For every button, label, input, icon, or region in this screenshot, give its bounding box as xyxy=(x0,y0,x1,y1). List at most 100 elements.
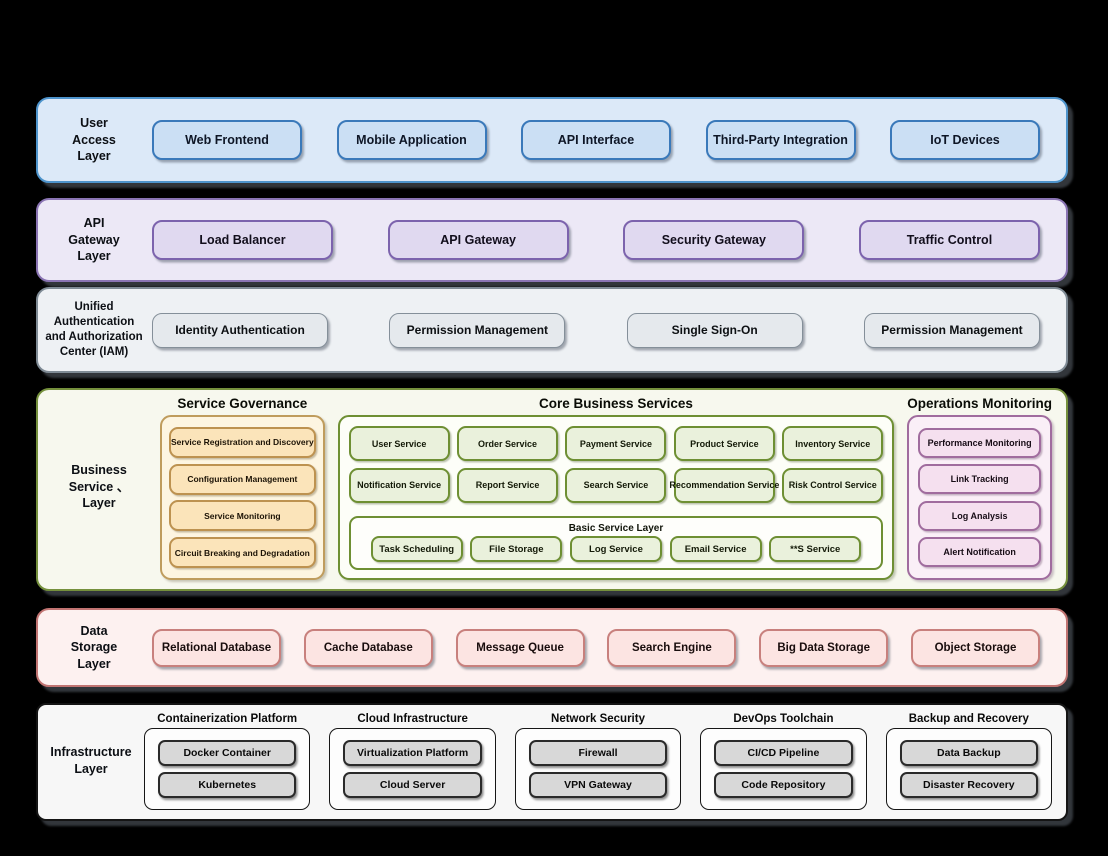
group-cloud-infrastructure: Cloud Infrastructure Virtualization Plat… xyxy=(329,711,496,810)
group-network-security: Network Security Firewall VPN Gateway xyxy=(514,711,682,810)
operations-monitoring-section: Operations Monitoring Performance Monito… xyxy=(907,394,1052,580)
node-inventory-service: Inventory Service xyxy=(782,426,884,461)
group-devops-toolchain: DevOps Toolchain CI/CD Pipeline Code Rep… xyxy=(700,711,867,810)
node-email-service: Email Service xyxy=(669,536,762,562)
operations-monitoring-title: Operations Monitoring xyxy=(907,396,1052,411)
label-line: Layer xyxy=(77,149,111,164)
operations-monitoring-box: Performance Monitoring Link Tracking Log… xyxy=(907,415,1052,580)
layer-user-access: User Access Layer Web Frontend Mobile Ap… xyxy=(36,97,1068,183)
node-relational-database: Relational Database xyxy=(152,628,281,667)
core-business-services-title: Core Business Services xyxy=(539,396,693,411)
node-virtualization-platform: Virtualization Platform xyxy=(343,739,482,766)
user-access-nodes: Web Frontend Mobile Application API Inte… xyxy=(150,99,1066,181)
node-performance-monitoring: Performance Monitoring xyxy=(918,427,1041,458)
node-circuit-breaking-degradation: Circuit Breaking and Degradation xyxy=(169,537,316,569)
data-storage-layer-label: Data Storage Layer xyxy=(38,610,150,685)
network-security-title: Network Security xyxy=(551,713,645,725)
core-business-services-section: Core Business Services User Service Orde… xyxy=(337,394,895,580)
label-line: API xyxy=(83,216,105,231)
node-load-balancer: Load Balancer xyxy=(152,220,333,260)
basic-service-layer-box: Basic Service Layer Task Scheduling File… xyxy=(348,516,884,570)
layer-api-gateway: API Gateway Layer Load Balancer API Gate… xyxy=(36,198,1068,282)
node-file-storage: File Storage xyxy=(470,536,563,562)
node-configuration-management: Configuration Management xyxy=(169,463,316,495)
label-line: Authentication xyxy=(53,315,135,328)
node-payment-service: Payment Service xyxy=(565,426,667,461)
basic-service-nodes: Task Scheduling File Storage Log Service… xyxy=(357,536,876,562)
node-product-service: Product Service xyxy=(673,426,775,461)
label-line: Business xyxy=(71,463,127,478)
basic-service-layer-title: Basic Service Layer xyxy=(568,523,664,534)
node-order-service: Order Service xyxy=(457,426,559,461)
label-line: Service 、 xyxy=(68,479,130,494)
node-third-party-integration: Third-Party Integration xyxy=(705,120,856,160)
backup-recovery-box: Data Backup Disaster Recovery xyxy=(885,728,1053,810)
node-permission-management-2: Permission Management xyxy=(863,312,1040,348)
node-single-sign-on: Single Sign-On xyxy=(626,312,803,348)
devops-toolchain-box: CI/CD Pipeline Code Repository xyxy=(700,728,867,810)
node-kubernetes: Kubernetes xyxy=(158,772,297,799)
service-governance-box: Service Registration and Discovery Confi… xyxy=(160,415,325,580)
containerization-platform-title: Containerization Platform xyxy=(157,713,298,725)
service-governance-section: Service Governance Service Registration … xyxy=(160,394,325,580)
node-log-service: Log Service xyxy=(569,536,662,562)
node-identity-authentication: Identity Authentication xyxy=(152,312,328,348)
devops-toolchain-title: DevOps Toolchain xyxy=(733,713,834,725)
iam-layer-label: Unified Authentication and Authorization… xyxy=(38,289,150,371)
group-backup-recovery: Backup and Recovery Data Backup Disaster… xyxy=(885,711,1053,810)
label-line: and Authorization xyxy=(45,331,143,343)
node-mobile-application: Mobile Application xyxy=(336,120,487,160)
core-services-row-2: Notification Service Report Service Sear… xyxy=(348,467,884,503)
node-search-service: Search Service xyxy=(565,467,667,503)
node-security-gateway: Security Gateway xyxy=(623,220,805,260)
label-line: Layer xyxy=(77,249,111,264)
label-line: Layer xyxy=(77,656,111,671)
node-cache-database: Cache Database xyxy=(303,628,433,667)
cloud-infrastructure-box: Virtualization Platform Cloud Server xyxy=(329,728,496,810)
node-user-service: User Service xyxy=(348,426,450,461)
node-service-registration-discovery: Service Registration and Discovery xyxy=(169,426,316,458)
layer-infrastructure: Infrastructure Layer Containerization Pl… xyxy=(36,703,1068,821)
label-line: Center (IAM) xyxy=(59,346,129,359)
node-search-engine: Search Engine xyxy=(607,628,737,667)
node-firewall: Firewall xyxy=(528,739,668,766)
node-cicd-pipeline: CI/CD Pipeline xyxy=(714,739,853,766)
node-api-interface: API Interface xyxy=(521,120,671,160)
label-line: Unified xyxy=(74,300,114,313)
node-docker-container: Docker Container xyxy=(158,739,297,766)
node-code-repository: Code Repository xyxy=(714,772,853,799)
infrastructure-groups: Containerization Platform Docker Contain… xyxy=(144,711,1053,810)
node-message-queue: Message Queue xyxy=(455,628,585,667)
node-iot-devices: IoT Devices xyxy=(890,120,1040,160)
label-line: Storage xyxy=(70,640,118,655)
label-line: Layer xyxy=(82,496,116,511)
infrastructure-layer-label: Infrastructure Layer xyxy=(38,711,144,810)
node-data-backup: Data Backup xyxy=(899,739,1039,766)
layer-iam: Unified Authentication and Authorization… xyxy=(36,287,1068,373)
api-gateway-nodes: Load Balancer API Gateway Security Gatew… xyxy=(150,200,1066,280)
node-object-storage: Object Storage xyxy=(910,628,1040,667)
layer-data-storage: Data Storage Layer Relational Database C… xyxy=(36,608,1068,687)
node-big-data-storage: Big Data Storage xyxy=(759,628,889,667)
core-business-services-box: User Service Order Service Payment Servi… xyxy=(337,415,895,580)
layer-business-service: Business Service 、 Layer Service Governa… xyxy=(36,388,1068,591)
label-line: User xyxy=(80,116,108,131)
core-services-row-1: User Service Order Service Payment Servi… xyxy=(348,426,884,461)
node-risk-control-service: Risk Control Service xyxy=(782,467,884,503)
label-line: Access xyxy=(72,132,116,147)
user-access-layer-label: User Access Layer xyxy=(38,99,150,181)
business-service-layer-label: Business Service 、 Layer xyxy=(38,394,160,580)
node-cloud-server: Cloud Server xyxy=(343,772,482,799)
node-vpn-gateway: VPN Gateway xyxy=(528,772,668,799)
data-storage-nodes: Relational Database Cache Database Messa… xyxy=(150,610,1066,685)
api-gateway-layer-label: API Gateway Layer xyxy=(38,200,150,280)
node-log-analysis: Log Analysis xyxy=(918,500,1041,531)
node-alert-notification: Alert Notification xyxy=(918,537,1041,568)
node-api-gateway: API Gateway xyxy=(387,220,569,260)
node-disaster-recovery: Disaster Recovery xyxy=(899,772,1039,799)
label-line: Infrastructure xyxy=(50,745,132,759)
node-permission-management: Permission Management xyxy=(389,312,566,348)
containerization-platform-box: Docker Container Kubernetes xyxy=(144,728,311,810)
label-line: Data xyxy=(80,623,108,638)
